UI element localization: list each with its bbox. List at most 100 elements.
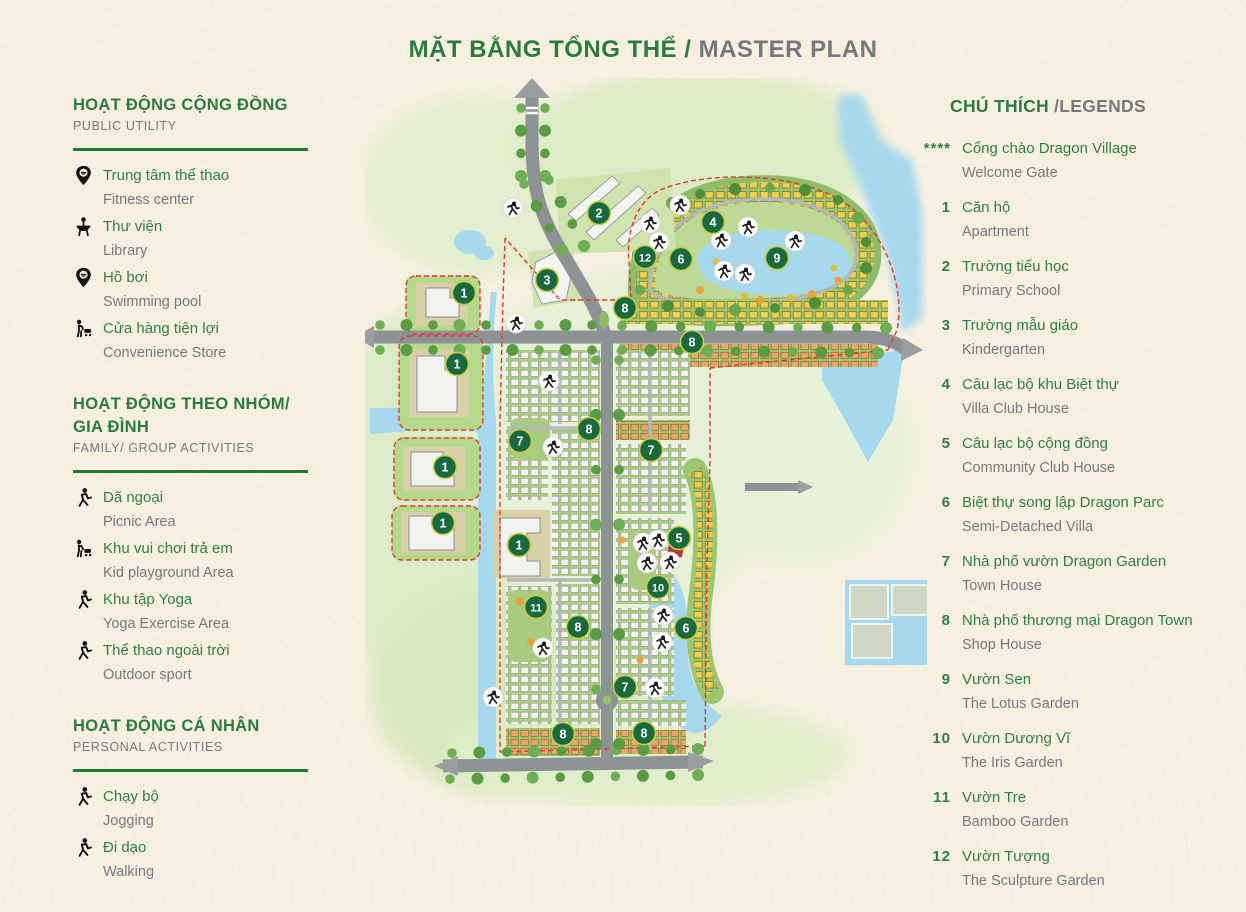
item-label-en: Fitness center bbox=[103, 192, 195, 209]
fields bbox=[849, 584, 929, 659]
map-marker-6: 6 bbox=[673, 615, 699, 641]
svg-text:8: 8 bbox=[689, 336, 696, 350]
sidebar-item: Thể thao ngoài trời Outdoor sport bbox=[73, 638, 313, 688]
legend-label-en: The Sculpture Garden bbox=[962, 873, 1105, 889]
legend-key: 8 bbox=[941, 612, 951, 629]
legend-item-3: 3 Trường mẫu giáo Kindergarten bbox=[920, 314, 1230, 362]
legend-item-5: 5 Câu lạc bộ cộng đồng Community Club Ho… bbox=[920, 432, 1230, 480]
svg-text:1: 1 bbox=[454, 358, 461, 372]
map-marker-7: 7 bbox=[507, 428, 533, 454]
map-icon-badge-yoga bbox=[659, 551, 681, 573]
svg-text:7: 7 bbox=[517, 435, 524, 449]
sidebar-item: Cửa hàng tiện lợi Convenience Store bbox=[73, 316, 313, 366]
svg-text:8: 8 bbox=[575, 621, 582, 635]
item-label-vi: Khu vui chơi trả em bbox=[103, 539, 233, 557]
map-icon-badge-picnic bbox=[648, 231, 670, 253]
legend-label-en: Kindergarten bbox=[962, 342, 1046, 358]
item-label-en: Jogging bbox=[103, 813, 154, 830]
map-icon-badge-outdoor-sport bbox=[639, 212, 661, 234]
sidebar-item: Thư viện Library bbox=[73, 214, 313, 264]
legend-label-vi: Câu lạc bộ khu Biệt thự bbox=[962, 376, 1119, 393]
svg-text:1: 1 bbox=[461, 287, 468, 301]
item-label-vi: Chạy bộ bbox=[103, 788, 159, 806]
map-icon-badge-outdoor-sport bbox=[652, 604, 674, 626]
map-icon-badge-library bbox=[636, 552, 658, 574]
legend-item-10: 10 Vườn Dương Vĩ The Iris Garden bbox=[920, 727, 1230, 775]
svg-text:1: 1 bbox=[516, 539, 523, 553]
page-title-vi: MẶT BẰNG TỔNG THỂ / bbox=[408, 36, 692, 63]
section-divider bbox=[73, 469, 308, 473]
map-marker-7: 7 bbox=[638, 437, 664, 463]
legend-label-vi: Nhà phố thương mại Dragon Town bbox=[962, 612, 1193, 629]
map-marker-2: 2 bbox=[586, 200, 612, 226]
legend-key: 4 bbox=[941, 376, 951, 393]
villa-band-houses bbox=[688, 466, 719, 696]
roundabout-island bbox=[602, 695, 612, 705]
sidebar-item: Trung tâm thể thao Fitness center bbox=[73, 163, 313, 213]
jogging-icon bbox=[73, 784, 103, 812]
map-marker-7: 7 bbox=[612, 674, 638, 700]
outdoor-sport-icon bbox=[73, 638, 103, 666]
section-subtitle: PERSONAL ACTIVITIES bbox=[73, 740, 223, 755]
fitness-pin-icon bbox=[73, 163, 103, 191]
item-label-vi: Thể thao ngoài trời bbox=[103, 641, 230, 659]
legend-label-vi: Cổng chào Dragon Village bbox=[962, 140, 1137, 157]
svg-text:10: 10 bbox=[652, 583, 664, 595]
legend-label-en: Semi-Detached Villa bbox=[962, 519, 1094, 535]
crosswalks bbox=[444, 106, 538, 762]
legend-label-en: Shop House bbox=[962, 637, 1042, 653]
item-label-vi: Trung tâm thể thao bbox=[103, 167, 230, 185]
picnic-icon bbox=[73, 485, 103, 513]
legend-label-en: Welcome Gate bbox=[962, 165, 1058, 181]
legend-key: 5 bbox=[941, 435, 951, 452]
item-label-en: Convenience Store bbox=[103, 345, 227, 362]
section-subtitle: PUBLIC UTILITY bbox=[73, 119, 177, 134]
sidebar-item: Chạy bộ Jogging bbox=[73, 784, 313, 834]
legend-label-vi: Vườn Tre bbox=[962, 789, 1027, 806]
legend-key: 1 bbox=[941, 199, 951, 216]
median-island bbox=[599, 311, 609, 329]
legend-label-en: Community Club House bbox=[962, 460, 1116, 476]
section-divider bbox=[73, 769, 308, 773]
legend-label-vi: Nhà phố vườn Dragon Garden bbox=[962, 553, 1167, 570]
legend-item-6: 6 Biệt thự song lập Dragon Parc Semi-Det… bbox=[920, 491, 1230, 539]
legend-title-en: /LEGENDS bbox=[1054, 96, 1146, 116]
section-divider bbox=[73, 148, 308, 152]
legend-key: 6 bbox=[941, 494, 951, 511]
svg-text:8: 8 bbox=[622, 302, 629, 316]
map-icon-badge-golf bbox=[784, 230, 806, 252]
activities-sidebar: HOẠT ĐỘNG CỘNG ĐỒNG PUBLIC UTILITY Trung… bbox=[73, 94, 313, 912]
map-icon-badge-walking bbox=[669, 194, 691, 216]
map-icon-badge-picnic bbox=[644, 677, 666, 699]
map-marker-8: 8 bbox=[550, 721, 576, 747]
map-icon-badge-swimming bbox=[734, 263, 756, 285]
map-marker-8: 8 bbox=[679, 329, 705, 355]
legend-label-en: Apartment bbox=[962, 224, 1029, 240]
legend-key: 10 bbox=[932, 730, 951, 747]
map-marker-1: 1 bbox=[444, 351, 470, 377]
section-title: HOẠT ĐỘNG CỘNG ĐỒNG bbox=[73, 96, 288, 114]
library-icon bbox=[73, 214, 103, 242]
map-marker-3: 3 bbox=[534, 267, 560, 293]
map-marker-11: 11 bbox=[523, 594, 549, 620]
legend-item-4: 4 Câu lạc bộ khu Biệt thự Villa Club Hou… bbox=[920, 373, 1230, 421]
map-icon-badge-golf bbox=[542, 436, 564, 458]
svg-text:12: 12 bbox=[639, 253, 651, 265]
sidebar-item: Hồ bơi Swimming pool bbox=[73, 265, 313, 315]
page-title-en: MASTER PLAN bbox=[691, 36, 878, 63]
legend-label-vi: Vườn Sen bbox=[962, 671, 1032, 688]
legend-key: 11 bbox=[933, 789, 951, 806]
legend-item-7: 7 Nhà phố vườn Dragon Garden Town House bbox=[920, 550, 1230, 598]
map-marker-8: 8 bbox=[576, 416, 602, 442]
item-label-vi: Khu tập Yoga bbox=[103, 590, 193, 608]
svg-text:4: 4 bbox=[710, 216, 717, 230]
map-marker-1: 1 bbox=[451, 280, 477, 306]
map-marker-4: 4 bbox=[700, 209, 726, 235]
svg-text:3: 3 bbox=[544, 274, 551, 288]
map-icon-badge-kid-playground bbox=[737, 216, 759, 238]
svg-text:7: 7 bbox=[622, 681, 629, 695]
legend-label-en: Primary School bbox=[962, 283, 1061, 299]
item-label-en: Yoga Exercise Area bbox=[103, 615, 230, 632]
legend-item-1: 1 Căn hộ Apartment bbox=[920, 196, 1230, 244]
svg-text:9: 9 bbox=[774, 252, 781, 266]
